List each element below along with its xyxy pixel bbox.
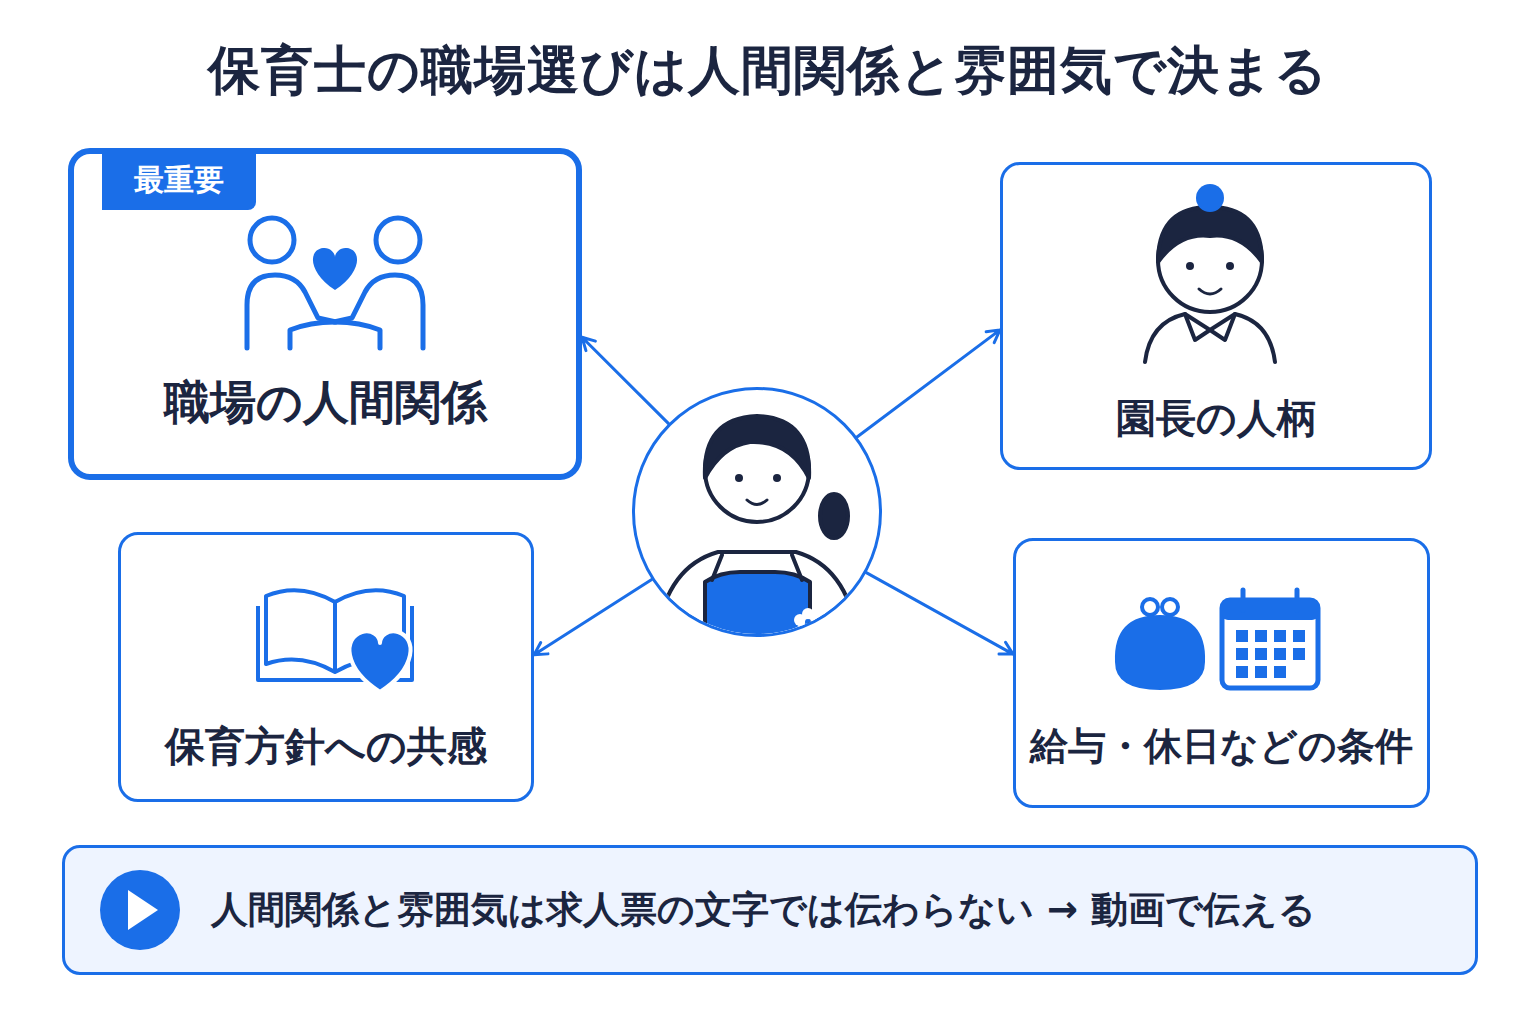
heart <box>313 248 357 290</box>
arrow-connector <box>866 573 1013 654</box>
calendar-cell <box>1274 648 1286 660</box>
play-triangle <box>128 890 158 930</box>
apron-straps <box>712 555 802 580</box>
arrow-connector <box>534 579 652 654</box>
petal <box>797 623 809 635</box>
people-heart-icon <box>247 218 423 348</box>
purse <box>1115 615 1205 690</box>
hair-bun <box>1196 184 1224 212</box>
petal <box>802 608 814 620</box>
connector-line <box>582 337 669 423</box>
connector-line <box>857 330 1000 437</box>
collar <box>1185 314 1235 340</box>
calendar-cell <box>1293 648 1305 660</box>
purse-clasp <box>1162 599 1178 615</box>
petal <box>794 614 806 626</box>
book-spine <box>333 602 337 672</box>
eye <box>1226 262 1234 270</box>
teacher-circle <box>632 387 882 637</box>
book-heart-icon <box>258 590 412 692</box>
person-head <box>376 218 420 262</box>
book-pages <box>266 590 404 672</box>
person-head <box>250 218 294 262</box>
calendar-cell <box>1274 666 1286 678</box>
calendar-cell <box>1255 630 1267 642</box>
purse-clasp <box>1142 599 1158 615</box>
priority-tag: 最重要 <box>102 150 256 210</box>
shoulders <box>1145 314 1275 362</box>
priority-box: 職場の人間関係 最重要 <box>68 148 582 480</box>
apron <box>705 572 810 650</box>
node-label: 保育方針への共感 <box>121 719 531 774</box>
calendar-cell <box>1236 630 1248 642</box>
play-circle <box>100 870 180 950</box>
play-button <box>100 870 180 950</box>
calendar-cell <box>1293 630 1305 642</box>
face <box>705 418 809 522</box>
book-cover <box>258 606 412 680</box>
eye <box>773 474 781 482</box>
calendar-header <box>1222 600 1318 620</box>
calendar-cell <box>1255 648 1267 660</box>
director-icon <box>1145 184 1275 362</box>
petal <box>810 614 822 626</box>
ponytail <box>820 494 848 538</box>
shirt <box>655 552 859 650</box>
smile <box>747 500 767 505</box>
diagram-title: 保育士の職場選びは人間関係と雰囲気で決まる <box>0 36 1536 106</box>
conditions-icon <box>1115 590 1318 690</box>
message-band: 人間関係と雰囲気は求人票の文字では伝わらない → 動画で伝える <box>62 845 1478 975</box>
person-body <box>247 275 336 348</box>
petal <box>807 623 819 635</box>
calendar-cell <box>1255 666 1267 678</box>
eye <box>1186 262 1194 270</box>
calendar-cell <box>1236 648 1248 660</box>
clasped-hands <box>290 322 380 348</box>
node-label: 給与・休日などの条件 <box>1016 721 1427 772</box>
flower-center <box>805 619 811 625</box>
hair <box>705 416 809 478</box>
node-label: 人間関係と雰囲気は求人票の文字では伝わらない → 動画で伝える <box>211 848 1316 972</box>
calendar-cell <box>1274 630 1286 642</box>
teacher-illustration <box>655 416 859 650</box>
node-label: 職場の人間関係 <box>74 372 576 434</box>
connector-line <box>866 573 1013 654</box>
factor-box: 園長の人柄 <box>1000 162 1432 470</box>
arrow-connector <box>582 337 669 423</box>
calendar <box>1222 600 1318 688</box>
calendar-rings <box>1243 590 1297 610</box>
smile <box>1199 289 1221 294</box>
tag-label: 最重要 <box>102 150 256 210</box>
arrow-connector <box>857 330 1000 437</box>
eye <box>735 474 743 482</box>
hair <box>1158 207 1262 262</box>
factor-box: 保育方針への共感 <box>118 532 534 802</box>
calendar-grid <box>1236 630 1305 678</box>
connector-line <box>534 579 652 654</box>
person-body <box>334 275 423 348</box>
node-label: 園長の人柄 <box>1003 391 1429 446</box>
factor-box: 給与・休日などの条件 <box>1013 538 1430 808</box>
heart <box>349 631 410 692</box>
calendar-cell <box>1236 666 1248 678</box>
face <box>1158 208 1262 312</box>
apron-flower <box>794 608 822 635</box>
